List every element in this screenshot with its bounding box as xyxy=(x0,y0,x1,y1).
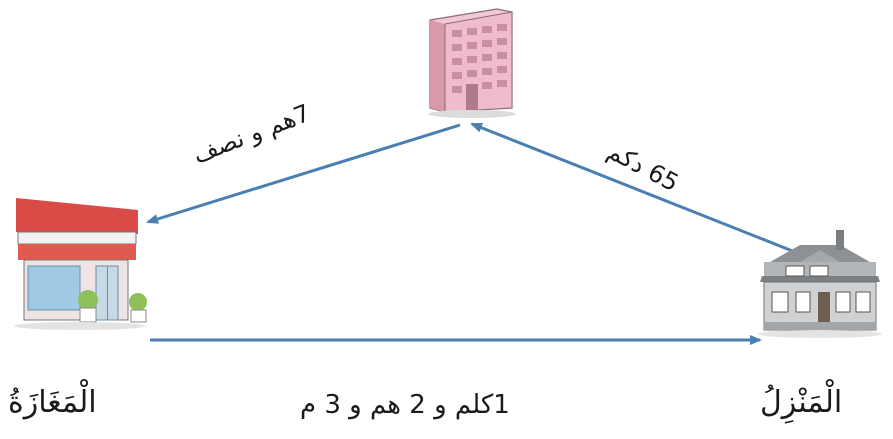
home-label: الْمَنْزِلُ xyxy=(760,385,843,420)
arrow-building-to-shop xyxy=(146,123,461,224)
distance-home-shop-label: 1كلم و 2 هم و 3 م xyxy=(300,390,510,420)
shop-label: الْمَغَازَةُ xyxy=(8,385,97,420)
arrow-home-to-building xyxy=(470,122,796,254)
shop-icon xyxy=(14,198,147,330)
house-icon xyxy=(758,230,882,338)
office-building-icon xyxy=(428,8,516,118)
